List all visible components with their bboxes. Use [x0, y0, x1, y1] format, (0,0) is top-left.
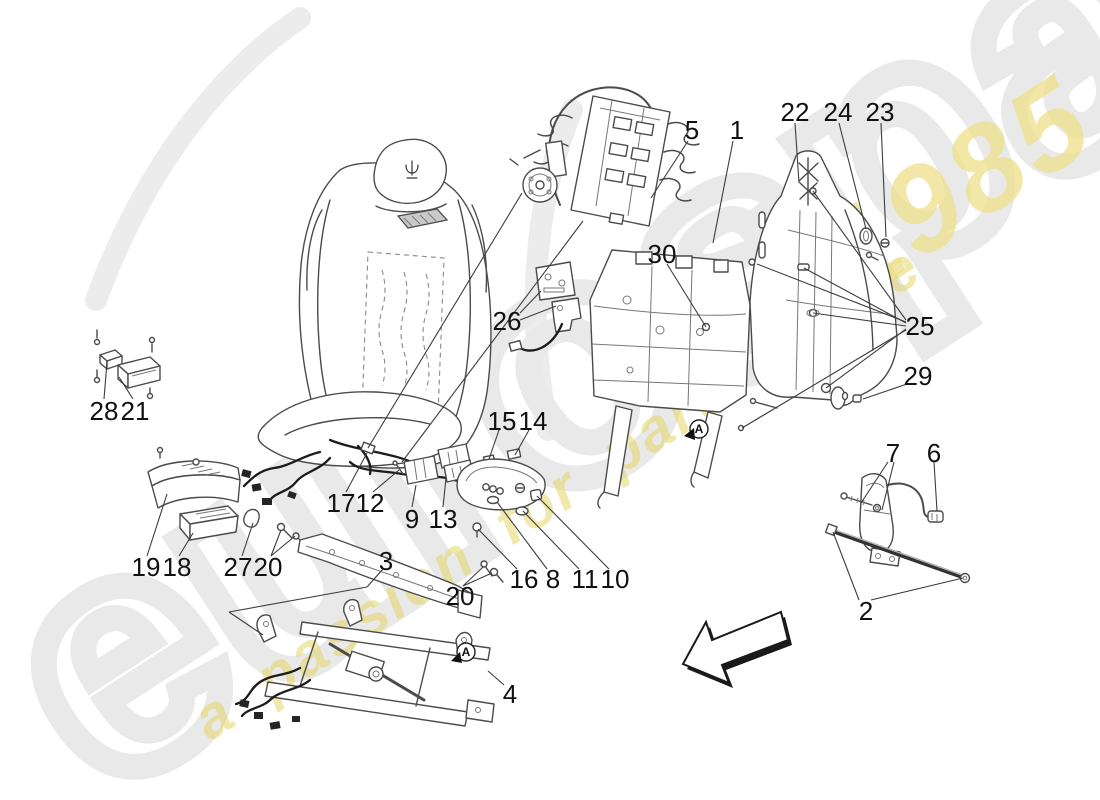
leader-line-27	[241, 522, 254, 557]
leader-line-3	[366, 568, 384, 588]
construction-line	[228, 611, 264, 636]
detail-marker-arrow	[684, 428, 695, 440]
part-number-15: 15	[488, 406, 517, 436]
leader-line-6	[933, 461, 938, 512]
construction-line	[367, 192, 523, 449]
part-number-10: 10	[601, 564, 630, 594]
leader-line-29	[862, 383, 908, 400]
part-number-20: 20	[254, 552, 283, 582]
construction-line	[228, 586, 368, 613]
part-number-27: 27	[224, 552, 253, 582]
part-number-12: 12	[356, 488, 385, 518]
watermark-swoosh	[85, 7, 311, 311]
leader-line-12	[372, 469, 400, 493]
leader-line-25	[825, 328, 907, 389]
leader-line-20	[270, 529, 282, 557]
leader-line-2	[870, 577, 964, 601]
leader-line-2	[832, 531, 860, 601]
part-number-20: 20	[446, 581, 475, 611]
part-number-30: 30	[648, 239, 677, 269]
trident-logo	[405, 160, 419, 179]
leader-line-22	[794, 122, 800, 184]
part-number-7: 7	[886, 438, 900, 468]
leader-line-5	[650, 140, 689, 199]
part-number-13: 13	[429, 504, 458, 534]
seat-rails-drawing	[234, 598, 495, 730]
part-number-22: 22	[781, 97, 810, 127]
part-number-6: 6	[927, 438, 941, 468]
backrest-heater-assembly	[509, 86, 700, 227]
recliner-motor-drawing	[840, 473, 944, 567]
leader-line-17	[345, 452, 368, 493]
leader-line-25	[803, 267, 907, 324]
detail-marker-arrow	[451, 652, 462, 663]
seat-frame-member-drawing	[297, 533, 504, 619]
part-number-2: 2	[859, 596, 873, 626]
leader-line-20	[462, 566, 484, 587]
leader-line-25	[741, 329, 907, 429]
part-number-24: 24	[824, 97, 853, 127]
part-number-26: 26	[493, 306, 522, 336]
detail-marker-circle	[689, 419, 709, 439]
leader-line-1	[712, 140, 734, 244]
wiring-harness-drawing	[360, 441, 474, 485]
leader-line-11	[522, 510, 580, 570]
leader-line-7	[860, 461, 889, 504]
part-number-3: 3	[379, 546, 393, 576]
side-trim-drawing	[147, 446, 241, 509]
part-number-4: 4	[503, 679, 517, 709]
detail-marker-label: A	[695, 422, 704, 436]
part-number-1: 1	[730, 115, 744, 145]
leader-line-10	[536, 495, 610, 570]
leader-line-25	[812, 190, 907, 321]
part-number-9: 9	[405, 504, 419, 534]
leader-line-9	[411, 484, 417, 508]
leader-line-26	[519, 290, 542, 314]
leader-line-15	[488, 429, 500, 460]
leader-line-21	[118, 376, 134, 400]
leader-line-19	[146, 493, 168, 557]
leader-line-8	[496, 501, 548, 570]
leader-line-20	[462, 572, 493, 587]
leader-line-30	[666, 263, 707, 328]
part-number-19: 19	[132, 552, 161, 582]
switch-panel-drawing	[456, 448, 546, 538]
leader-line-24	[838, 122, 867, 230]
part-number-18: 18	[163, 552, 192, 582]
detail-marker-label: A	[462, 645, 471, 659]
part-number-5: 5	[685, 115, 699, 145]
part-number-16: 16	[510, 564, 539, 594]
detail-marker-circle	[456, 642, 476, 662]
part-number-28: 28	[90, 396, 119, 426]
torsion-rod-drawing	[824, 523, 971, 584]
backrest-frame-drawing	[589, 249, 778, 509]
leader-line-7	[881, 461, 895, 511]
part-number-14: 14	[519, 406, 548, 436]
seat-ecu-drawing	[179, 505, 239, 541]
part-number-21: 21	[121, 396, 150, 426]
leader-line-13	[442, 477, 447, 508]
part-number-29: 29	[904, 361, 933, 391]
part-number-17: 17	[327, 488, 356, 518]
leader-line-28	[103, 361, 108, 400]
part-number-25: 25	[906, 311, 935, 341]
leader-line-26	[519, 305, 557, 321]
leader-line-20	[270, 535, 296, 557]
leader-line-23	[880, 122, 887, 238]
part-number-11: 11	[572, 564, 599, 594]
complete-seat-drawing	[241, 138, 492, 505]
part-number-23: 23	[866, 97, 895, 127]
direction-arrow	[681, 610, 792, 688]
part-number-8: 8	[546, 564, 560, 594]
leader-line-25	[756, 263, 907, 323]
leader-line-18	[178, 532, 194, 557]
leader-line-14	[514, 429, 530, 456]
leader-line-25	[812, 312, 907, 327]
construction-line	[401, 220, 584, 463]
leader-line-4	[487, 670, 505, 686]
leader-line-16	[477, 528, 518, 570]
